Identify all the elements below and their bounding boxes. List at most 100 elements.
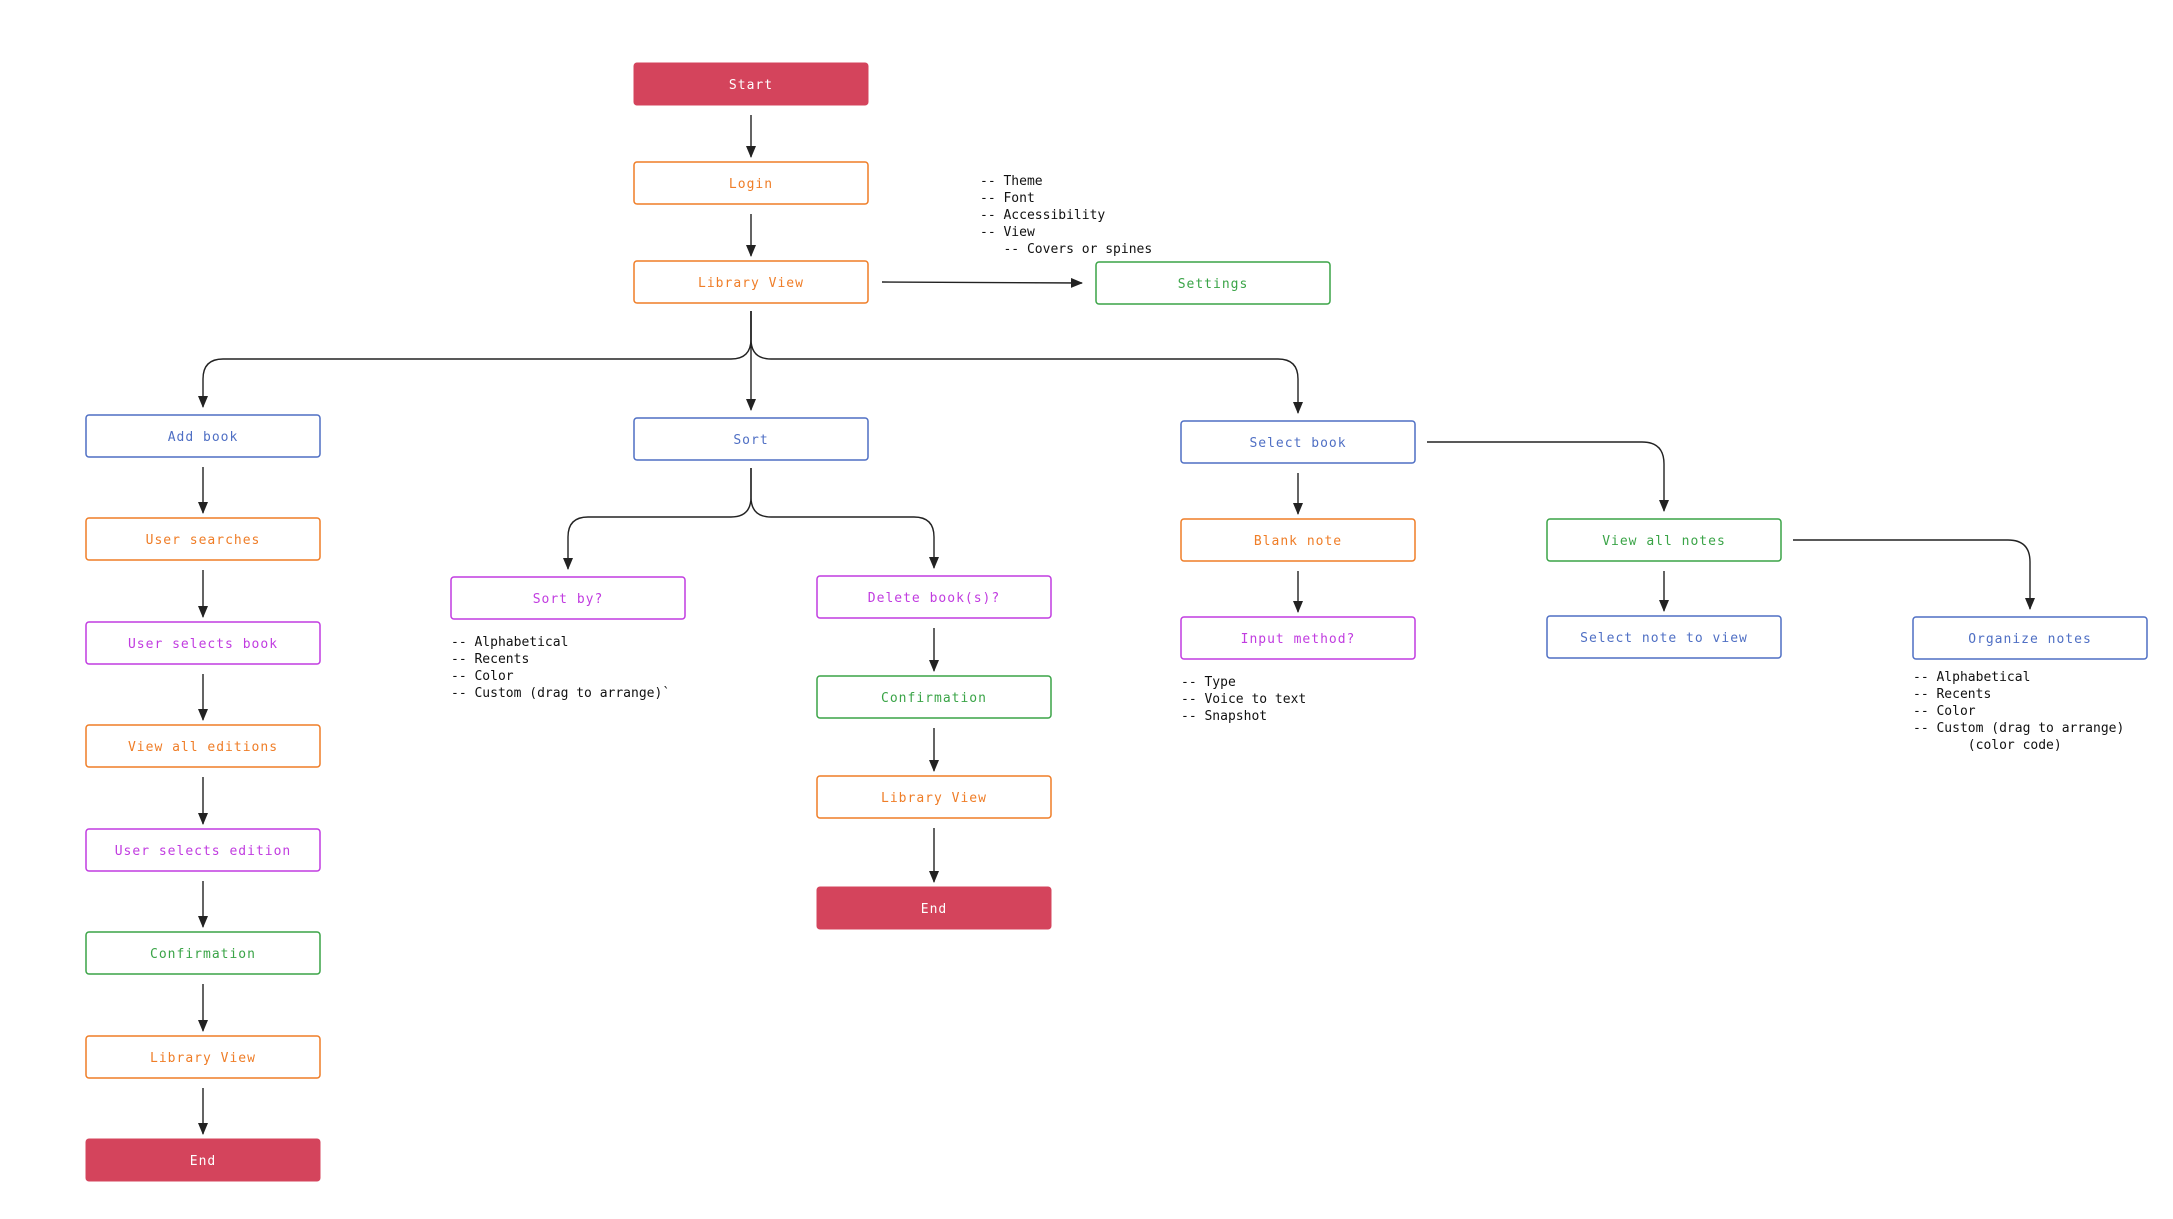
node-label: End	[190, 1154, 216, 1169]
annotations: -- Theme -- Font -- Accessibility -- View -…	[451, 174, 2124, 753]
note-line: -- Recents	[451, 652, 529, 667]
node-box	[1095, 261, 1331, 305]
note-line: -- Snapshot	[1181, 709, 1267, 724]
arrow-select-book-to-view-all-notes	[1427, 441, 1669, 512]
node-label: Library View	[150, 1051, 256, 1066]
node-sort: Sort	[633, 417, 869, 461]
node-select-note-to-view: Select note to view	[1546, 615, 1782, 659]
node-label: Delete book(s)?	[868, 591, 1000, 606]
node-blank-note: Blank note	[1180, 518, 1416, 562]
node-view-all-notes: View all notes	[1546, 518, 1782, 562]
node-sort-by: Sort by?	[450, 576, 686, 620]
node-view-all-editions: View all editions	[85, 724, 321, 768]
node-label: Settings	[1178, 277, 1249, 292]
node-label: User selects book	[128, 637, 278, 652]
node-label: Sort by?	[533, 592, 604, 607]
node-label: End	[921, 902, 947, 917]
node-library-view-delete: Library View	[816, 775, 1052, 819]
note-line: -- Color	[451, 669, 514, 684]
node-box	[1912, 616, 2148, 660]
node-box	[1180, 616, 1416, 660]
node-library-view-add: Library View	[85, 1035, 321, 1079]
node-box	[85, 1138, 321, 1182]
node-add-book: Add book	[85, 414, 321, 458]
node-label: User selects edition	[115, 844, 292, 859]
connectors	[198, 115, 2035, 1135]
node-box	[85, 621, 321, 665]
node-box	[816, 886, 1052, 930]
node-box	[816, 775, 1052, 819]
node-label: Sort	[733, 433, 768, 448]
node-user-selects-book: User selects book	[85, 621, 321, 665]
node-label: Library View	[698, 276, 804, 291]
note-input-options: -- Type -- Voice to text -- Snapshot	[1181, 675, 1306, 724]
note-line: -- Accessibility	[980, 208, 1105, 223]
node-confirmation-delete: Confirmation	[816, 675, 1052, 719]
node-settings: Settings	[1095, 261, 1331, 305]
node-label: Input method?	[1241, 632, 1356, 647]
node-box	[85, 414, 321, 458]
node-select-book: Select book	[1180, 420, 1416, 464]
node-label: Blank note	[1254, 534, 1342, 549]
node-box	[85, 1035, 321, 1079]
node-box	[633, 260, 869, 304]
node-organize-notes: Organize notes	[1912, 616, 2148, 660]
node-confirmation-add: Confirmation	[85, 931, 321, 975]
note-line: -- Alphabetical	[1913, 670, 2030, 685]
node-end-add: End	[85, 1138, 321, 1182]
node-label: Organize notes	[1968, 632, 2092, 647]
node-start: Start	[633, 62, 869, 106]
node-end-delete: End	[816, 886, 1052, 930]
arrow-sort-to-sort-by	[563, 468, 752, 570]
note-line: -- View	[980, 225, 1035, 240]
node-label: View all editions	[128, 740, 278, 755]
node-box	[450, 576, 686, 620]
node-label: Confirmation	[881, 691, 987, 706]
note-line: -- Font	[980, 191, 1035, 206]
node-input-method: Input method?	[1180, 616, 1416, 660]
node-delete-books: Delete book(s)?	[816, 575, 1052, 619]
note-line: -- Covers or spines	[980, 242, 1152, 257]
note-line: -- Color	[1913, 704, 1976, 719]
node-label: Library View	[881, 791, 987, 806]
note-line: -- Voice to text	[1181, 692, 1306, 707]
node-user-searches: User searches	[85, 517, 321, 561]
note-organize-options: -- Alphabetical -- Recents -- Color -- Cust…	[1913, 670, 2124, 753]
node-label: Start	[729, 78, 773, 93]
note-line: -- Theme	[980, 174, 1043, 189]
arrow-view-all-notes-to-organize-notes	[1793, 539, 2035, 610]
node-label: Login	[729, 177, 773, 192]
node-library-view: Library View	[633, 260, 869, 304]
node-box	[633, 161, 869, 205]
arrow-sort-to-delete-books	[750, 468, 939, 569]
node-box	[1180, 420, 1416, 464]
node-box	[816, 675, 1052, 719]
node-label: View all notes	[1602, 534, 1726, 549]
note-line: -- Recents	[1913, 687, 1991, 702]
node-box	[85, 724, 321, 768]
node-box	[1546, 615, 1782, 659]
node-label: User searches	[146, 533, 261, 548]
node-label: Confirmation	[150, 947, 256, 962]
node-label: Add book	[168, 430, 239, 445]
node-box	[633, 62, 869, 106]
node-box	[85, 828, 321, 872]
node-box	[1180, 518, 1416, 562]
note-line: -- Custom (drag to arrange)	[1913, 721, 2124, 736]
note-sort-options: -- Alphabetical -- Recents -- Color -- Cust…	[451, 635, 670, 701]
node-label: Select book	[1249, 436, 1346, 451]
node-box	[633, 417, 869, 461]
note-settings-options: -- Theme -- Font -- Accessibility -- View -…	[980, 174, 1152, 257]
arrow-library-view-to-add-book	[198, 311, 752, 408]
node-login: Login	[633, 161, 869, 205]
node-box	[85, 517, 321, 561]
node-box	[85, 931, 321, 975]
note-line: -- Alphabetical	[451, 635, 568, 650]
note-line: -- Custom (drag to arrange)`	[451, 686, 670, 701]
node-box	[816, 575, 1052, 619]
note-line: -- Type	[1181, 675, 1236, 690]
arrow-library-view-to-settings	[881, 277, 1083, 288]
node-user-selects-edition: User selects edition	[85, 828, 321, 872]
